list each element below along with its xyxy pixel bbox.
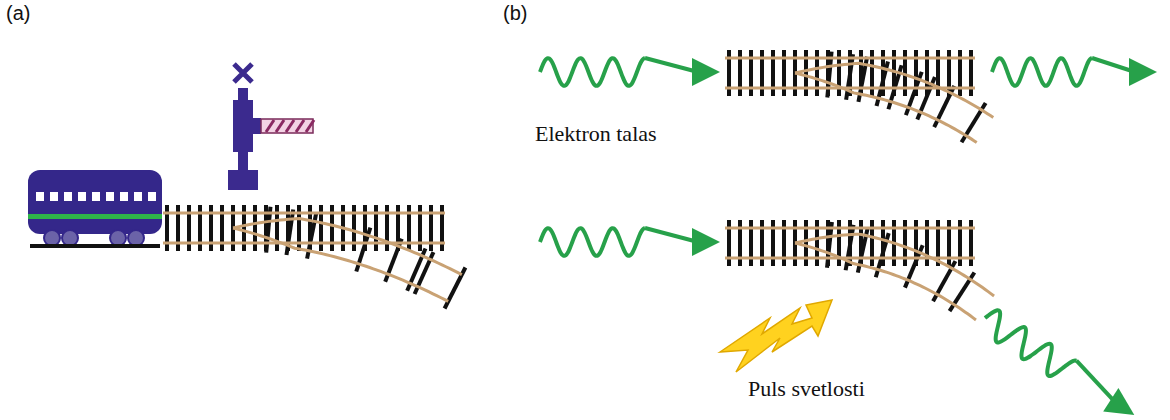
- electron-wave-in: [540, 58, 720, 86]
- railway-switch: [163, 205, 465, 308]
- electron-wave-deflected: [977, 306, 1142, 420]
- pulse-label: Puls svetlosti: [748, 376, 865, 402]
- panel-label: (b): [503, 2, 527, 25]
- railway-switch-diverted: [725, 220, 994, 320]
- train-car: [28, 170, 162, 248]
- railway-switch-straight: [725, 50, 993, 142]
- electron-wave-out: [992, 58, 1157, 86]
- wave-label: Elektron talas: [535, 121, 657, 147]
- signal-barrier: [228, 64, 314, 190]
- electron-wave-in: [540, 228, 720, 256]
- panel-label: (a): [6, 2, 30, 25]
- lightning-bolt: [720, 300, 832, 372]
